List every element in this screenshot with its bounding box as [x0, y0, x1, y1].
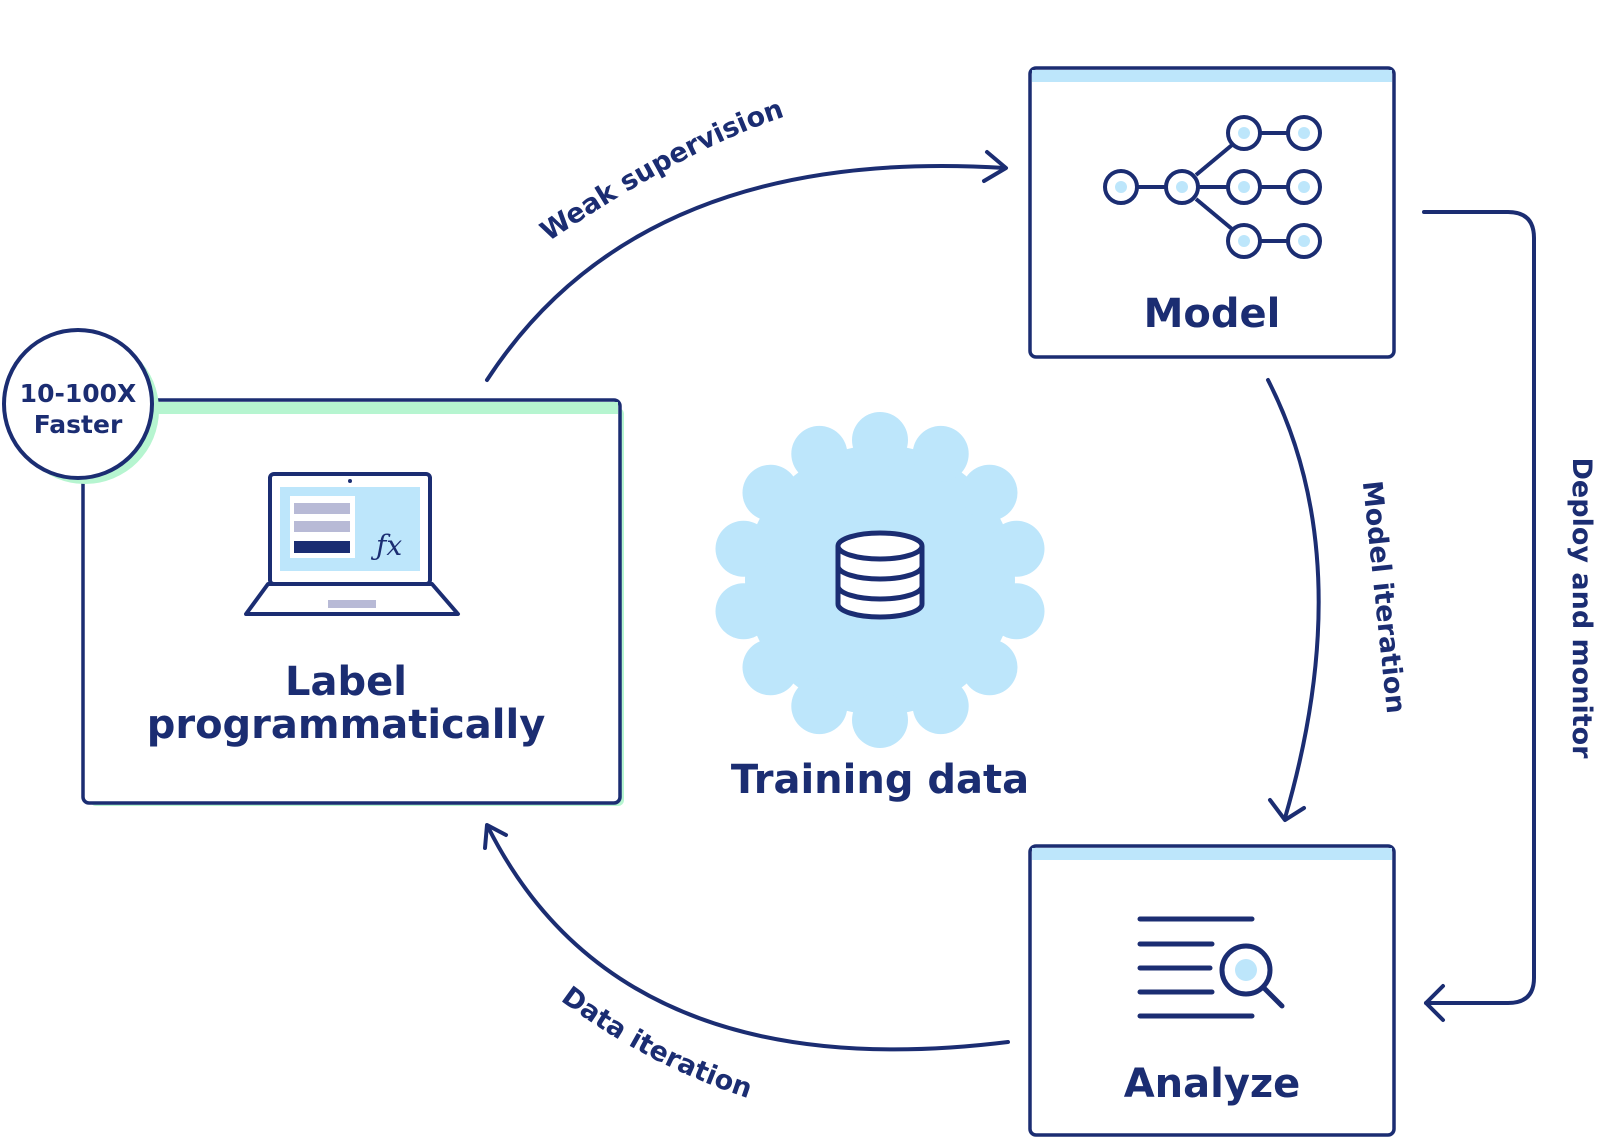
badge-line2: Faster: [34, 410, 123, 439]
gear-tooth: [961, 464, 1018, 521]
neural-network-icon: [1103, 115, 1322, 259]
network-node-center: [1238, 127, 1250, 139]
weak-supervision-arrowhead: [982, 150, 1008, 183]
network-node-center: [1176, 181, 1188, 193]
speed-badge: 10-100X Faster: [2, 328, 159, 484]
analyze-title: Analyze: [1124, 1061, 1301, 1107]
laptop-icon: ƒx: [244, 472, 460, 616]
gear-tooth: [742, 639, 799, 696]
deploy-and-monitor-arrow: [1422, 210, 1536, 1005]
badge-line1: 10-100X: [20, 379, 137, 408]
gear-tooth: [852, 692, 908, 748]
weak-supervision-arrow: [485, 163, 1007, 382]
gear-tooth: [912, 425, 969, 482]
function-fx-icon: ƒx: [370, 529, 402, 562]
network-node-center: [1298, 235, 1310, 247]
deploy-and-monitor-arrowhead: [1424, 984, 1445, 1022]
gear-tooth: [988, 520, 1045, 577]
gear-tooth: [715, 583, 772, 640]
network-node-center: [1238, 235, 1250, 247]
database-icon: [835, 530, 925, 620]
label-box-title-line2: programmatically: [147, 702, 546, 748]
deploy-and-monitor-label: Deploy and monitor: [1566, 458, 1597, 760]
data-iteration-arrow: [486, 825, 1010, 1052]
model-title: Model: [1144, 291, 1281, 337]
gear-tooth: [852, 412, 908, 468]
gear-tooth: [791, 678, 848, 735]
gear-tooth: [988, 583, 1045, 640]
gear-tooth: [912, 678, 969, 735]
network-node-center: [1238, 181, 1250, 193]
network-node-center: [1298, 181, 1310, 193]
network-node-center: [1115, 181, 1127, 193]
model-iteration-arrow: [1266, 378, 1321, 820]
gear-tooth: [791, 425, 848, 482]
network-node-center: [1298, 127, 1310, 139]
document-search-icon: [1137, 916, 1285, 1019]
training-data-title: Training data: [731, 757, 1029, 803]
gear-tooth: [715, 520, 772, 577]
gear-tooth: [742, 464, 799, 521]
training-data-gear: [715, 412, 1045, 748]
gear-tooth: [961, 639, 1018, 696]
data-iteration-arrowhead: [483, 823, 508, 850]
label-box-title-line1: Label: [285, 659, 407, 705]
model-iteration-label: Model iteration: [1356, 479, 1411, 715]
model-iteration-arrowhead: [1268, 798, 1306, 822]
